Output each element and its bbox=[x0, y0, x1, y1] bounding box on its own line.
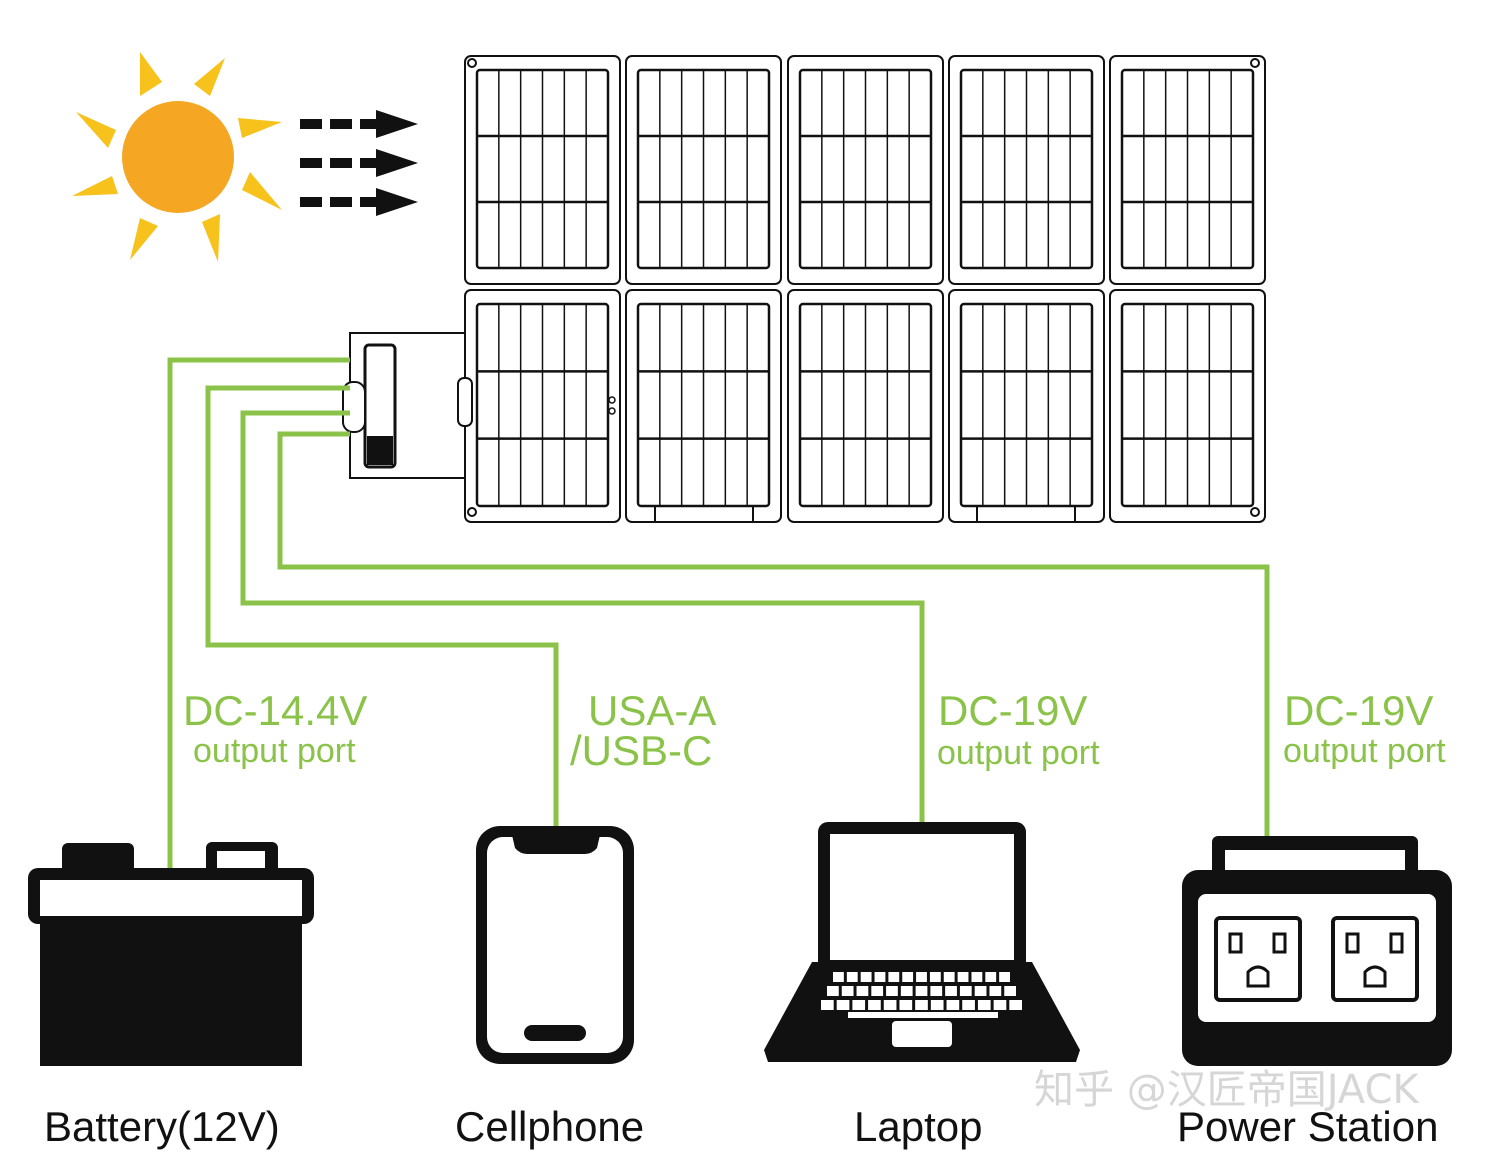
sunlight-arrow-icon bbox=[300, 110, 418, 216]
power-station-icon bbox=[1182, 836, 1452, 1066]
panel-module bbox=[1109, 55, 1266, 285]
laptop-key bbox=[915, 986, 928, 996]
laptop-key bbox=[902, 972, 914, 982]
laptop-key bbox=[852, 1000, 866, 1010]
laptop-key bbox=[883, 1000, 897, 1010]
laptop-key bbox=[827, 986, 839, 996]
laptop-key bbox=[999, 972, 1010, 982]
laptop-key bbox=[860, 972, 872, 982]
power-station-port-voltage: DC-19V bbox=[1284, 687, 1434, 734]
laptop-label: Laptop bbox=[854, 1103, 983, 1150]
battery-label: Battery(12V) bbox=[44, 1103, 280, 1150]
power-station-label: Power Station bbox=[1177, 1103, 1439, 1150]
laptop-port-voltage: DC-19V bbox=[938, 687, 1088, 734]
laptop-key bbox=[929, 972, 941, 982]
laptop-key bbox=[943, 972, 955, 982]
cellphone-port-type: USA-A bbox=[588, 687, 717, 734]
laptop-key bbox=[959, 986, 972, 996]
laptop-key bbox=[957, 972, 969, 982]
laptop-port-label: output port bbox=[937, 734, 1100, 772]
cable-laptop bbox=[240, 410, 925, 826]
laptop-key bbox=[821, 1000, 834, 1010]
laptop-key bbox=[899, 1000, 913, 1010]
output-cables bbox=[167, 357, 1270, 870]
laptop-key bbox=[946, 1000, 960, 1010]
panel-module bbox=[625, 55, 782, 285]
laptop-key bbox=[886, 986, 898, 996]
laptop-spacebar bbox=[848, 1012, 998, 1018]
grommet bbox=[467, 507, 477, 517]
laptop-key bbox=[1009, 1000, 1022, 1010]
laptop-key bbox=[974, 986, 987, 996]
laptop-icon bbox=[764, 822, 1080, 1062]
laptop-key bbox=[874, 972, 886, 982]
laptop-key bbox=[915, 1000, 928, 1010]
panel-module bbox=[787, 289, 944, 523]
sun-icon bbox=[72, 52, 282, 262]
laptop-key bbox=[841, 986, 854, 996]
laptop-key bbox=[971, 972, 983, 982]
laptop-key bbox=[962, 1000, 975, 1010]
panel-module bbox=[948, 55, 1105, 285]
power-station-port-label: output port bbox=[1283, 732, 1446, 770]
laptop-key bbox=[846, 972, 858, 982]
battery-icon bbox=[28, 842, 314, 1066]
laptop-key bbox=[888, 972, 900, 982]
laptop-key bbox=[871, 986, 884, 996]
cable-power-station bbox=[277, 431, 1270, 836]
cable-cellphone bbox=[205, 385, 559, 828]
grommet bbox=[1250, 507, 1260, 517]
laptop-key bbox=[930, 1000, 944, 1010]
grommet bbox=[1250, 58, 1260, 68]
kickstand bbox=[976, 505, 1076, 523]
panel-module bbox=[1109, 289, 1266, 523]
laptop-key bbox=[989, 986, 1002, 996]
laptop-key bbox=[916, 972, 927, 982]
panel-module bbox=[464, 55, 621, 285]
laptop-key bbox=[833, 972, 844, 982]
kickstand bbox=[654, 505, 754, 523]
cellphone-icon bbox=[476, 826, 634, 1064]
battery-port-voltage: DC-14.4V bbox=[183, 687, 368, 734]
cellphone-label: Cellphone bbox=[455, 1103, 645, 1150]
laptop-key bbox=[836, 1000, 850, 1010]
laptop-key bbox=[868, 1000, 881, 1010]
laptop-key bbox=[945, 986, 957, 996]
laptop-key bbox=[977, 1000, 991, 1010]
junction-box-icon bbox=[342, 332, 616, 479]
laptop-key bbox=[1004, 986, 1016, 996]
solar-panel-icon bbox=[464, 55, 1266, 523]
laptop-key bbox=[900, 986, 913, 996]
cable-battery bbox=[167, 357, 350, 870]
panel-module bbox=[787, 55, 944, 285]
laptop-key bbox=[856, 986, 869, 996]
cellphone-port-type-2: /USB-C bbox=[570, 727, 713, 774]
watermark: 知乎 @汉匠帝国JACK bbox=[1034, 1067, 1419, 1113]
battery-port-label: output port bbox=[193, 732, 356, 770]
laptop-key bbox=[930, 986, 943, 996]
laptop-key bbox=[985, 972, 997, 982]
grommet bbox=[467, 58, 477, 68]
laptop-key bbox=[993, 1000, 1007, 1010]
